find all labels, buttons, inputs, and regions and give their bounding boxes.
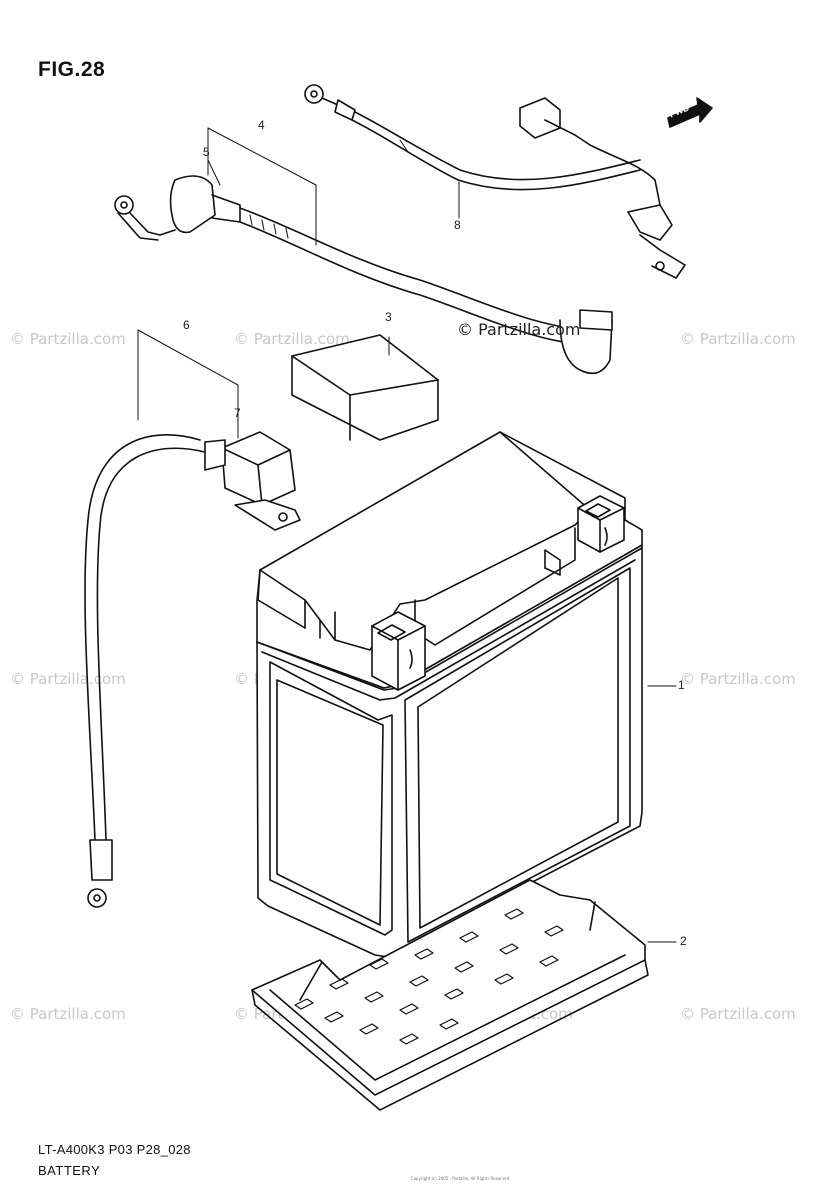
watermark: © Partzilla.com	[234, 330, 350, 348]
callout-2: 2	[680, 934, 687, 948]
watermark: © Partzilla.com	[680, 1005, 796, 1023]
callout-7: 7	[234, 406, 241, 420]
callout-4: 4	[258, 118, 265, 132]
battery-tray-part-2	[251, 879, 649, 1111]
pad-part-3	[291, 334, 439, 441]
watermark: © Partzilla.com	[10, 330, 126, 348]
leader-lines	[137, 127, 677, 943]
callout-6: 6	[183, 318, 190, 332]
negative-cable-part-6	[84, 431, 301, 908]
copyright-notice: Copyright (c) 2005 - Partzilla, All Righ…	[410, 1176, 510, 1181]
battery-part-1	[256, 431, 643, 958]
diagram-name: BATTERY	[38, 1163, 101, 1178]
callout-5: 5	[203, 145, 210, 159]
callout-1: 1	[678, 678, 685, 692]
diagram-code: LT-A400K3 P03 P28_028	[38, 1142, 191, 1157]
figure-title: FIG.28	[38, 58, 106, 81]
watermark-center: © Partzilla.com	[457, 320, 581, 339]
watermark: © Partzilla.com	[680, 670, 796, 688]
lead-wire-part-8	[304, 84, 686, 279]
watermark: © Partzilla.com	[10, 670, 126, 688]
watermark: © Partzilla.com	[10, 1005, 126, 1023]
fwd-arrow-icon	[667, 97, 713, 128]
callout-8: 8	[454, 218, 461, 232]
watermark: © Partzilla.com	[680, 330, 796, 348]
callout-3: 3	[385, 310, 392, 324]
positive-cable-part-4	[114, 175, 613, 375]
